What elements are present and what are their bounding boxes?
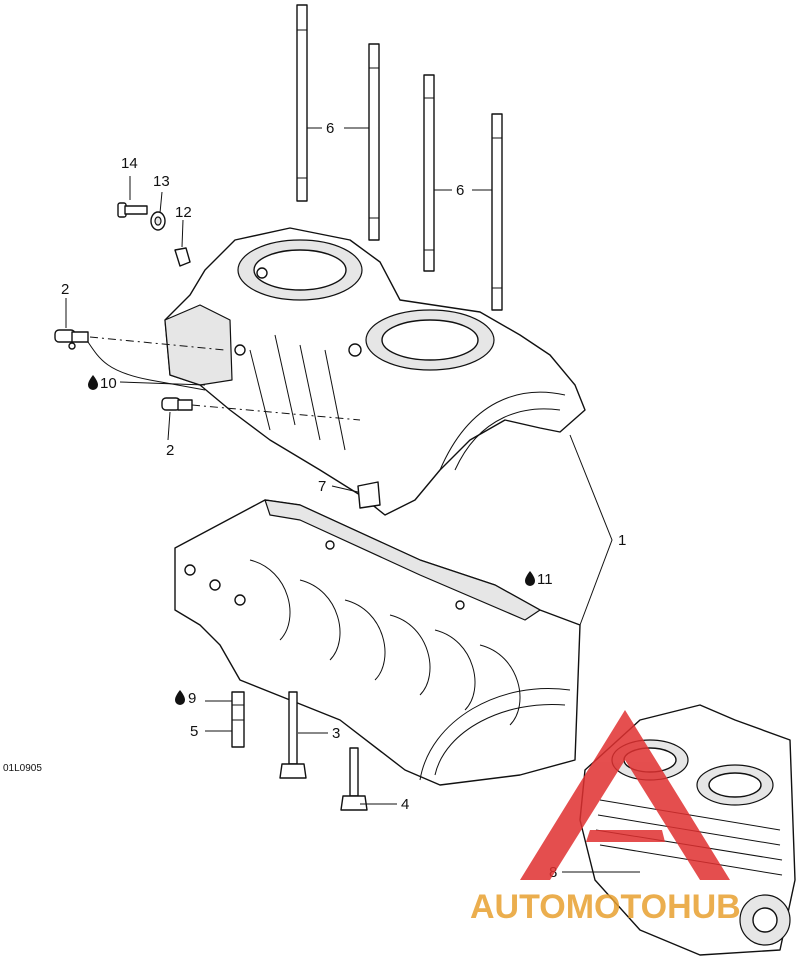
watermark: AUTOMOTOHUB	[470, 710, 741, 926]
upper-crankcase	[164, 227, 586, 516]
lower-crankcase	[174, 499, 581, 786]
washer-13	[150, 211, 166, 231]
callout-7: 7	[318, 478, 326, 495]
callout-11: 11	[537, 571, 553, 588]
screw-14	[117, 202, 148, 218]
callout-6-left: 6	[326, 120, 334, 137]
callout-2-lower: 2	[166, 442, 174, 459]
stud-4	[491, 113, 503, 311]
callout-4: 4	[401, 796, 409, 813]
leader-lines	[65, 127, 640, 873]
bushing-7	[357, 481, 381, 509]
stud-group	[296, 4, 503, 311]
bolt-3	[279, 691, 307, 779]
callout-13: 13	[153, 173, 170, 190]
callout-12: 12	[175, 204, 192, 221]
stud-5	[231, 691, 245, 748]
callouts: 6 6 14 13 12 2 10 2 7 1 11 9 5 3 4 8 01L…	[3, 120, 626, 881]
callout-3: 3	[332, 725, 340, 742]
oil-drop-icon	[88, 375, 98, 390]
callout-14: 14	[121, 155, 138, 172]
callout-9: 9	[188, 690, 196, 707]
watermark-text: AUTOMOTOHUB	[470, 888, 741, 926]
stud-3	[423, 74, 435, 272]
reference-code: 01L0905	[3, 763, 42, 774]
fitting-2-lower	[161, 397, 193, 411]
callout-10: 10	[100, 375, 117, 392]
stud-2	[368, 43, 380, 241]
callout-2-upper: 2	[61, 281, 69, 298]
oil-drop-icon	[175, 690, 185, 705]
fitting-2-upper	[54, 329, 89, 350]
callout-1: 1	[618, 532, 626, 549]
watermark-triangle-icon	[520, 710, 730, 880]
callout-5: 5	[190, 723, 198, 740]
callout-6-right: 6	[456, 182, 464, 199]
plug-12	[174, 247, 191, 267]
stud-1	[296, 4, 308, 202]
bolt-4	[340, 747, 368, 811]
oil-drop-icon	[525, 571, 535, 586]
